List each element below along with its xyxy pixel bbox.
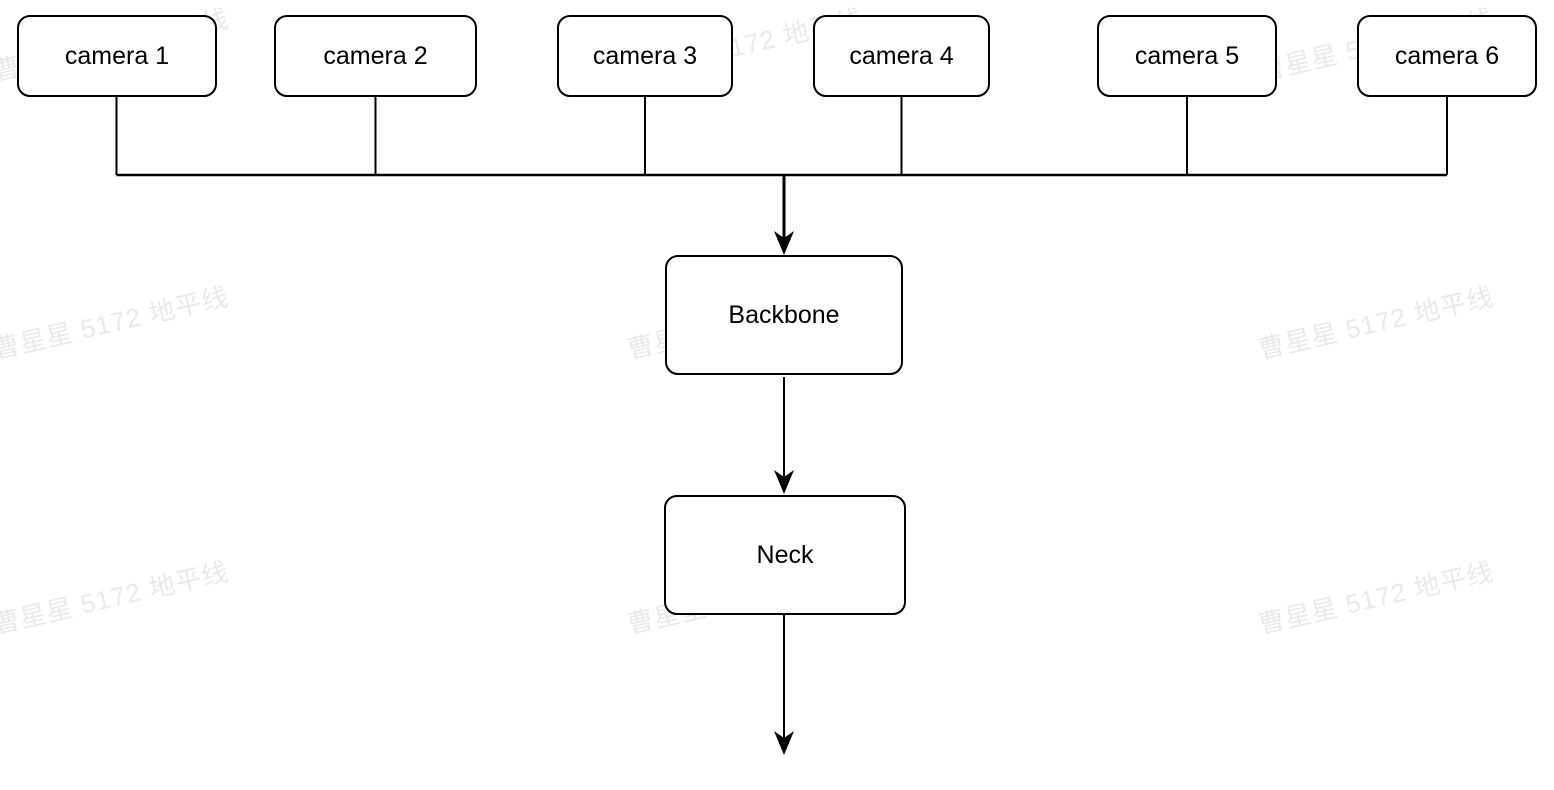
node-label: camera 3 <box>592 42 698 70</box>
node-label: Backbone <box>728 301 840 329</box>
node-camera-5: camera 5 <box>1097 15 1277 97</box>
node-label: camera 1 <box>64 42 170 70</box>
node-label: camera 4 <box>849 42 954 70</box>
node-camera-3: camera 3 <box>557 15 733 97</box>
node-camera-1: camera 1 <box>17 15 217 97</box>
node-camera-2: camera 2 <box>274 15 477 97</box>
node-label: camera 6 <box>1394 42 1500 70</box>
node-camera-4: camera 4 <box>813 15 990 97</box>
node-camera-6: camera 6 <box>1357 15 1537 97</box>
node-neck: Neck <box>664 495 906 615</box>
node-label: camera 5 <box>1134 42 1240 70</box>
node-label: camera 2 <box>323 42 428 70</box>
node-backbone: Backbone <box>665 255 903 375</box>
node-label: Neck <box>756 541 814 569</box>
